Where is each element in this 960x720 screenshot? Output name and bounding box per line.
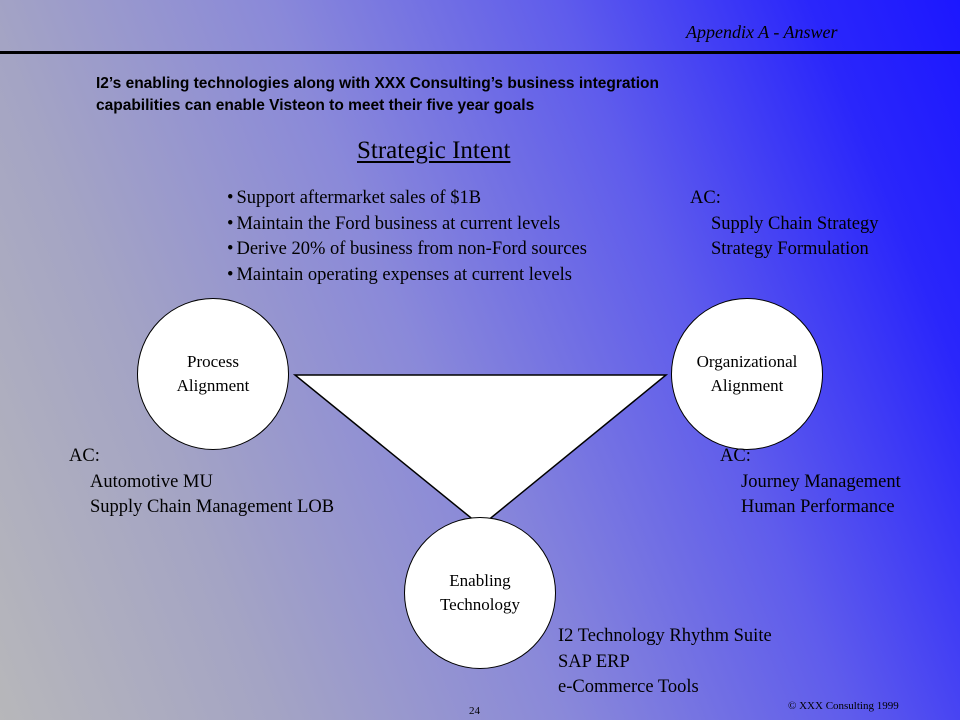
ac-item: Supply Chain Management LOB [90,497,335,517]
ac-label: AC: [690,188,721,208]
technology-tools-list: I2 Technology Rhythm Suite SAP ERP e-Com… [558,624,772,701]
strategic-goals-list: Support aftermarket sales of $1B Maintai… [227,186,587,289]
tool-item: I2 Technology Rhythm Suite [558,626,772,646]
strategic-intent-title: Strategic Intent [357,137,511,164]
organizational-alignment-circle: Organizational Alignment [671,298,823,450]
circle-label: Alignment [710,376,784,395]
triangle-shape [292,374,669,527]
ac-item: Human Performance [741,497,895,517]
ac-label: AC: [720,446,751,466]
ac-item: Journey Management [741,471,901,492]
headline-line-2: capabilities can enable Visteon to meet … [96,97,535,114]
copyright-notice: © XXX Consulting 1999 [788,700,899,712]
tool-item: e-Commerce Tools [558,677,699,697]
ac-organizational-block: AC: Journey Management Human Performance [720,444,901,521]
slide-headline: I2’s enabling technologies along with XX… [96,73,816,117]
appendix-label: Appendix A - Answer [686,22,838,42]
circle-label: Enabling [449,571,511,590]
circle-label: Process [187,352,239,371]
headline-line-1: I2’s enabling technologies along with XX… [96,75,659,92]
circle-label: Organizational [696,352,798,371]
ac-process-block: AC: Automotive MU Supply Chain Managemen… [69,444,334,521]
goal-item: Maintain operating expenses at current l… [227,263,587,289]
page-number: 24 [469,705,480,717]
process-alignment-circle: Process Alignment [137,298,289,450]
header-divider [0,51,960,54]
goal-item: Derive 20% of business from non-Ford sou… [227,237,586,263]
goal-item: Maintain the Ford business at current le… [227,212,587,238]
enabling-technology-circle: Enabling Technology [404,517,556,669]
circle-label: Technology [439,595,520,614]
goal-item: Support aftermarket sales of $1B [227,186,587,212]
circle-label: Alignment [176,376,250,395]
ac-strategy-block: AC: Supply Chain Strategy Strategy Formu… [690,186,879,263]
ac-item: Supply Chain Strategy [711,213,879,234]
ac-item: Automotive MU [90,471,213,492]
tool-item: SAP ERP [558,651,630,672]
ac-label: AC: [69,446,100,466]
ac-item: Strategy Formulation [711,239,869,259]
